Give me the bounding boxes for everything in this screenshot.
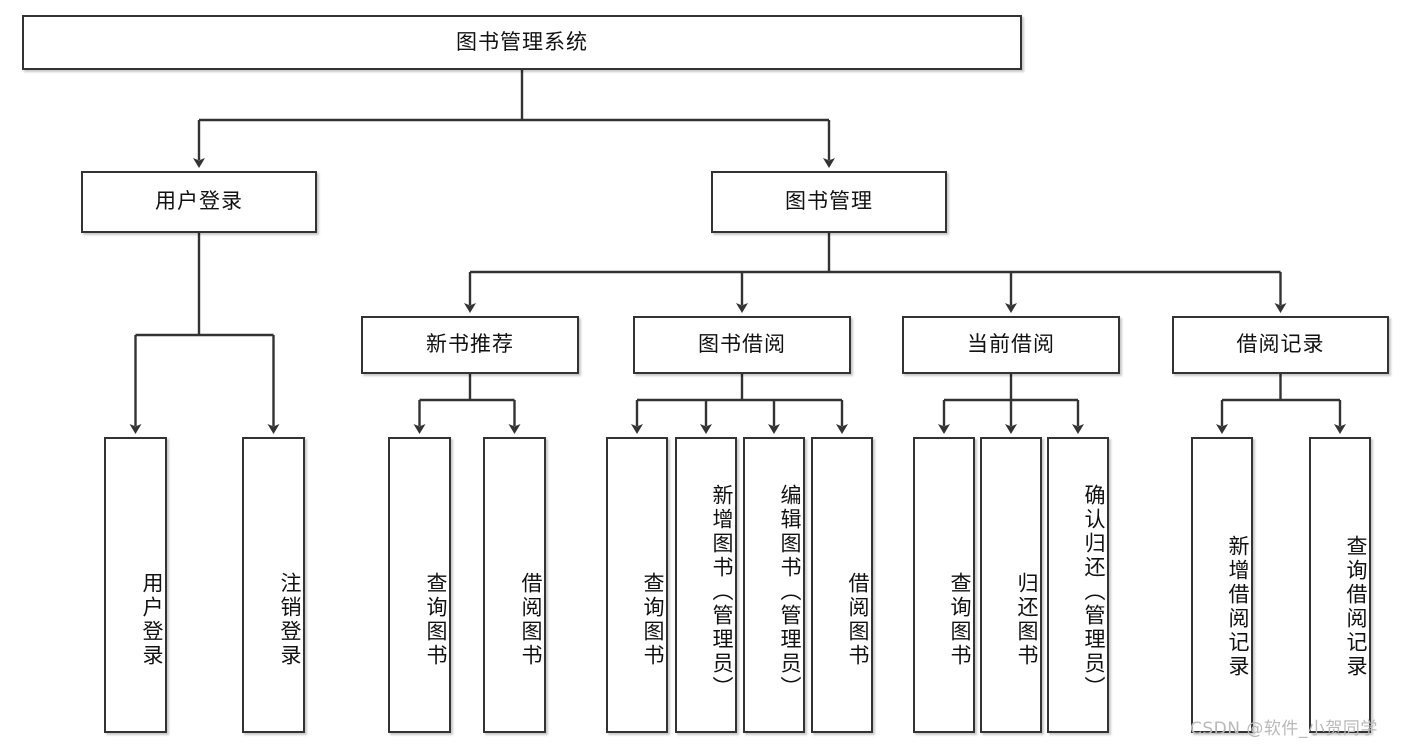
node-label: 新增借阅记录 (1226, 535, 1250, 679)
node-root-root[interactable]: 图书管理系统 (22, 15, 1022, 70)
node-label: 借阅记录 (1236, 332, 1325, 357)
node-label: 新增图书（管理员） (710, 484, 734, 700)
node-leaf-leaf-add-book-admin[interactable]: 新增图书（管理员） (675, 437, 737, 733)
node-label: 图书管理 (785, 189, 873, 214)
node-leaf-leaf-borrow-book-1[interactable]: 借阅图书 (483, 437, 546, 733)
watermark: CSDN @软件_小贺同学 (1190, 719, 1378, 739)
node-label: 用户登录 (155, 189, 243, 214)
node-label: 查询图书 (948, 572, 972, 668)
node-label: 查询借阅记录 (1344, 535, 1368, 679)
node-label: 图书借阅 (698, 332, 786, 357)
node-leaf-leaf-add-borrow-record[interactable]: 新增借阅记录 (1191, 437, 1253, 733)
node-label: 用户登录 (140, 572, 164, 668)
node-label: 归还图书 (1015, 572, 1039, 668)
node-label: 注销登录 (278, 572, 302, 668)
node-label: 当前借阅 (967, 332, 1055, 357)
node-level3-current-borrow[interactable]: 当前借阅 (902, 316, 1120, 374)
node-label: 借阅图书 (846, 572, 870, 668)
node-leaf-leaf-query-book-2[interactable]: 查询图书 (606, 437, 668, 733)
node-level2-user-login[interactable]: 用户登录 (81, 171, 317, 233)
node-level2-book-manage[interactable]: 图书管理 (711, 171, 947, 233)
node-leaf-leaf-borrow-book-2[interactable]: 借阅图书 (811, 437, 873, 733)
node-level3-new-book-recommend[interactable]: 新书推荐 (361, 316, 579, 374)
node-leaf-leaf-query-borrow-record[interactable]: 查询借阅记录 (1309, 437, 1371, 733)
node-leaf-leaf-user-login[interactable]: 用户登录 (104, 437, 167, 733)
node-label: 图书管理系统 (456, 29, 588, 54)
node-label: 新书推荐 (426, 332, 514, 357)
node-leaf-leaf-confirm-return-admin[interactable]: 确认归还（管理员） (1047, 437, 1109, 733)
node-level3-book-borrow[interactable]: 图书借阅 (633, 316, 851, 374)
node-label: 查询图书 (641, 572, 665, 668)
node-label: 查询图书 (424, 572, 448, 668)
node-leaf-leaf-query-book-1[interactable]: 查询图书 (388, 437, 451, 733)
node-leaf-leaf-query-book-3[interactable]: 查询图书 (913, 437, 975, 733)
node-label: 借阅图书 (519, 572, 543, 668)
node-leaf-leaf-edit-book-admin[interactable]: 编辑图书（管理员） (743, 437, 805, 733)
node-leaf-leaf-return-book[interactable]: 归还图书 (980, 437, 1042, 733)
node-label: 确认归还（管理员） (1082, 484, 1106, 700)
node-leaf-leaf-logout-login[interactable]: 注销登录 (242, 437, 305, 733)
node-label: 编辑图书（管理员） (778, 484, 802, 700)
node-level3-borrow-record[interactable]: 借阅记录 (1172, 316, 1389, 374)
